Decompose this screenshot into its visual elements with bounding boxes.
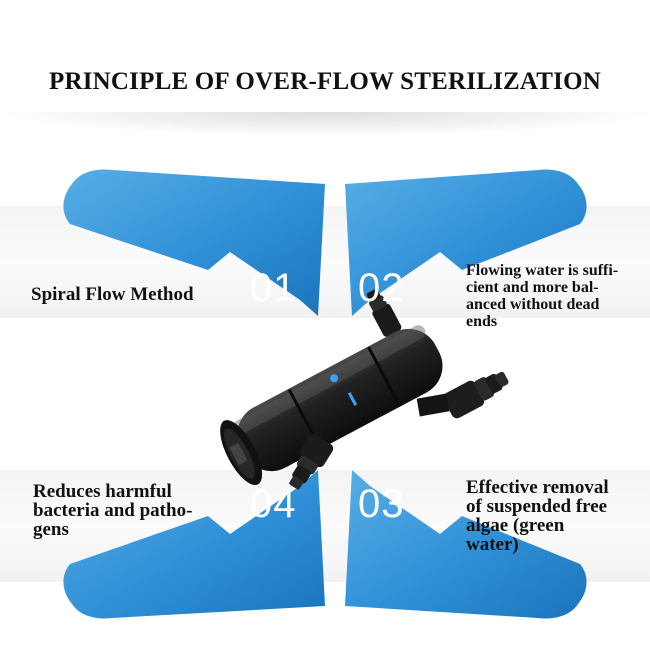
title-shadow <box>0 112 650 136</box>
arrow-03 <box>345 470 587 619</box>
step-02-caption: Flowing water is suffi- cient and more b… <box>466 262 619 330</box>
step-04-number: 04 <box>250 482 297 526</box>
step-01-number: 01 <box>250 266 297 310</box>
arrow-01 <box>63 169 326 316</box>
uv-sterilizer-device <box>220 289 509 490</box>
page-title: PRINCIPLE OF OVER-FLOW STERILIZATION <box>49 68 601 95</box>
arrow-02 <box>345 169 587 316</box>
step-03-caption: Effective removal of suspended free alga… <box>466 477 609 555</box>
step-04-caption: Reduces harmful bacteria and patho- gens <box>33 481 193 540</box>
arrow-04 <box>63 470 326 619</box>
step-02-number: 02 <box>358 266 405 310</box>
step-01-caption: Spiral Flow Method <box>31 284 194 305</box>
step-03-number: 03 <box>358 482 405 526</box>
